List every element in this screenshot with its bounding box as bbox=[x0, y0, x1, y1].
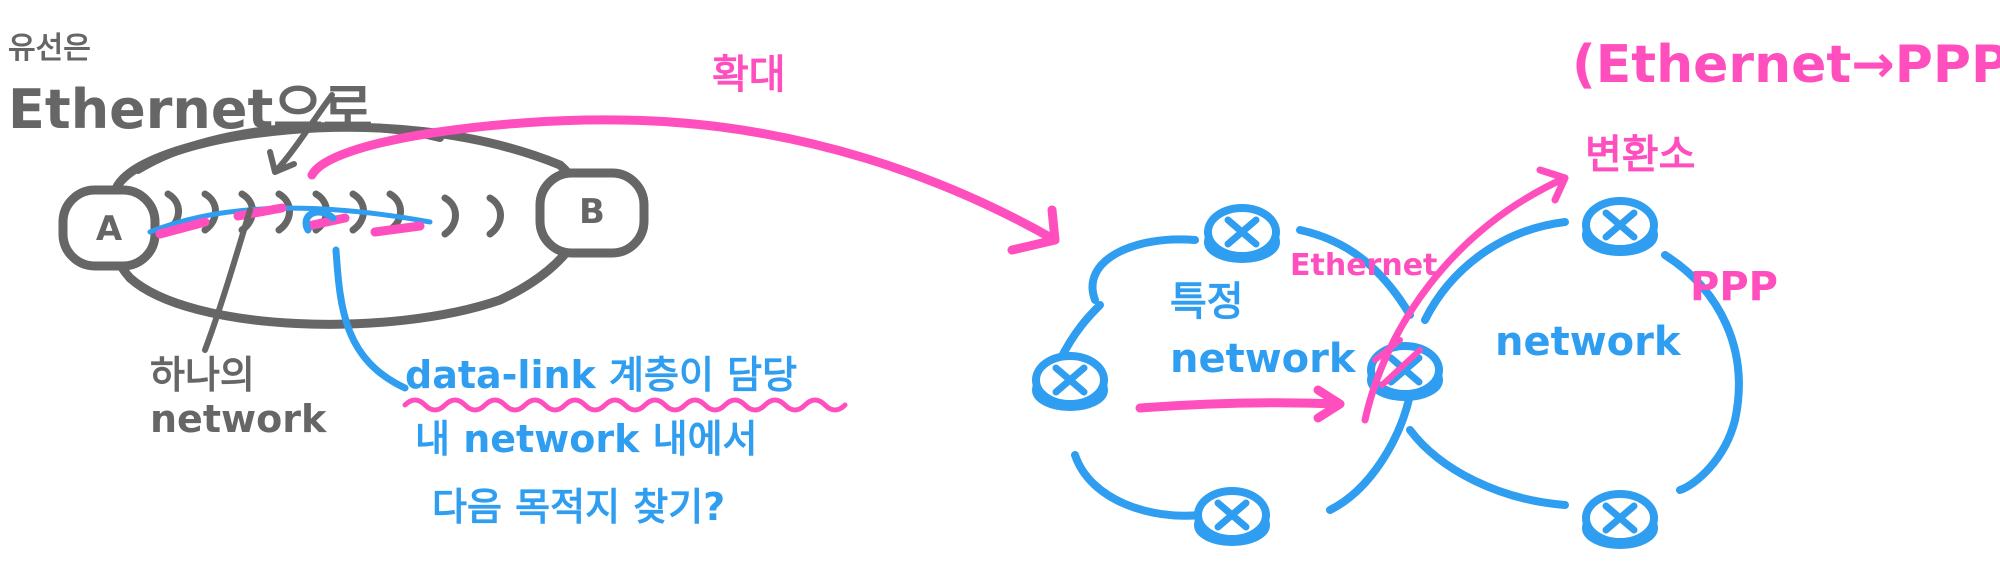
ethernet-caption-line1: 유선은 bbox=[8, 31, 91, 66]
router-icon-right-top bbox=[1586, 201, 1654, 252]
router-icon-left bbox=[1036, 356, 1104, 407]
datalink-annotation: data-link 계층이 담당 내 network 내에서 다음 목적지 찾기… bbox=[302, 208, 848, 529]
converter-pointer-arrow bbox=[1361, 166, 1569, 424]
converter-label: 변환소 bbox=[1585, 132, 1695, 178]
route-arrow-to-center bbox=[1135, 385, 1345, 423]
network-label: network bbox=[1495, 319, 1682, 365]
ethernet-protocol-label: Ethernet bbox=[1290, 248, 1437, 283]
expand-connector: 확대 bbox=[307, 52, 1060, 255]
ppp-protocol-label: PPP bbox=[1690, 264, 1778, 310]
sub-label-pointer bbox=[202, 207, 253, 353]
node-b-label: B bbox=[579, 192, 605, 232]
specific-network-label-line1: 특정 bbox=[1170, 279, 1244, 325]
annotation-line3: 다음 목적지 찾기? bbox=[432, 485, 725, 529]
converter-mark bbox=[1372, 337, 1423, 388]
expand-label: 확대 bbox=[712, 52, 786, 98]
ethernet-caption-line2: Ethernet으로 bbox=[8, 78, 373, 141]
node-b-box bbox=[535, 168, 649, 258]
annotation-line2: 내 network 내에서 bbox=[415, 417, 758, 461]
annotation-line1: data-link 계층이 담당 bbox=[405, 353, 797, 397]
router-icon-top bbox=[1208, 208, 1276, 259]
network-boundary-overlap bbox=[134, 122, 444, 174]
specific-network-label-line2: network bbox=[1170, 336, 1357, 382]
title-pointer-arrow bbox=[267, 92, 335, 175]
right-network: 특정 network network Ethernet PPP 변환소 (Eth… bbox=[1036, 35, 2000, 545]
expand-arrow bbox=[307, 115, 1060, 255]
annotation-underline bbox=[402, 397, 848, 413]
router-icon-bottom bbox=[1198, 491, 1266, 542]
single-network-label-line2: network bbox=[150, 397, 327, 441]
conversion-header: (Ethernet→PPP) bbox=[1572, 35, 2000, 95]
general-network-ring bbox=[1406, 218, 1743, 509]
router-icon-right-bottom bbox=[1586, 494, 1654, 545]
single-network-label-line1: 하나의 bbox=[150, 353, 255, 397]
specific-network-ring bbox=[1056, 226, 1414, 520]
node-a-label: A bbox=[96, 209, 123, 249]
left-network: A B 유선은 Ethernet으로 하나의 network bbox=[8, 31, 649, 441]
annotation-pointer bbox=[302, 208, 409, 392]
frame-path-pink bbox=[155, 203, 425, 239]
